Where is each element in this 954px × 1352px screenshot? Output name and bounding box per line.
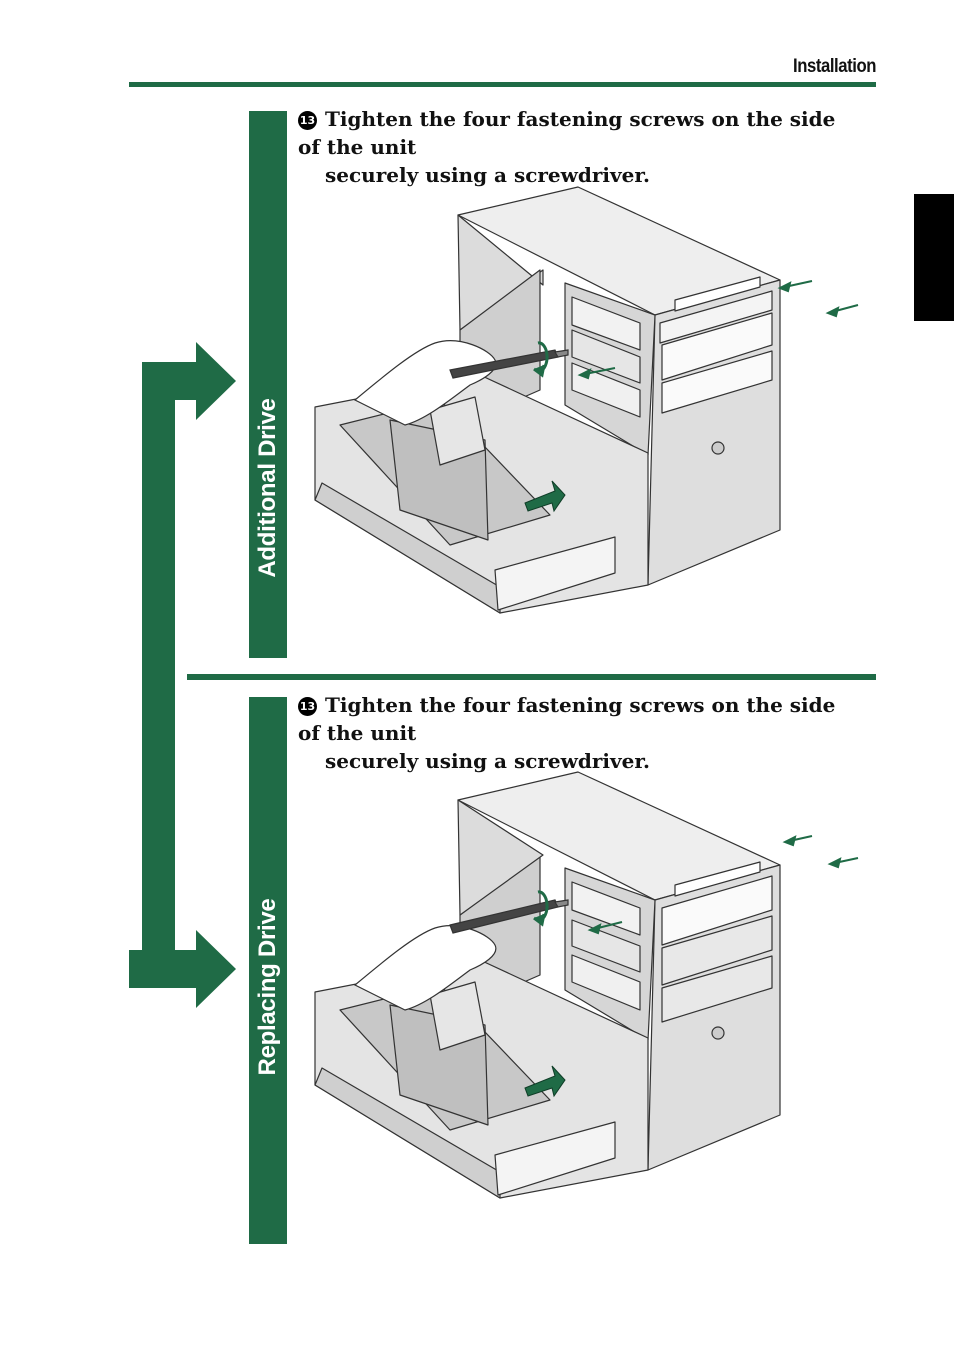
- header-rule: [129, 82, 876, 87]
- rotate-icon: [533, 341, 549, 378]
- band-label-replacing: Replacing Drive: [254, 898, 281, 1076]
- band-replacing-drive: Replacing Drive: [249, 697, 287, 1244]
- push-arrow-icon: [524, 1065, 566, 1098]
- step-text-line1: Tighten the four fastening screws on the…: [298, 107, 836, 159]
- chapter-tab: [914, 194, 954, 321]
- rotate-icon: [533, 890, 549, 927]
- step-text-line2: securely using a screwdriver.: [325, 163, 650, 187]
- step-text-line2: securely using a screwdriver.: [325, 749, 650, 773]
- band-additional-drive: Additional Drive: [249, 111, 287, 658]
- push-arrow-icon: [524, 480, 566, 513]
- pc-illustration-replacing: [314, 771, 859, 1199]
- section-header: Installation: [793, 56, 876, 77]
- step-number-badge: 13: [298, 697, 317, 716]
- band-label-additional: Additional Drive: [254, 398, 281, 579]
- section-divider: [187, 674, 876, 680]
- pc-illustration-additional: [314, 186, 859, 614]
- step-text-line1: Tighten the four fastening screws on the…: [298, 693, 836, 745]
- step-number-badge: 13: [298, 111, 317, 130]
